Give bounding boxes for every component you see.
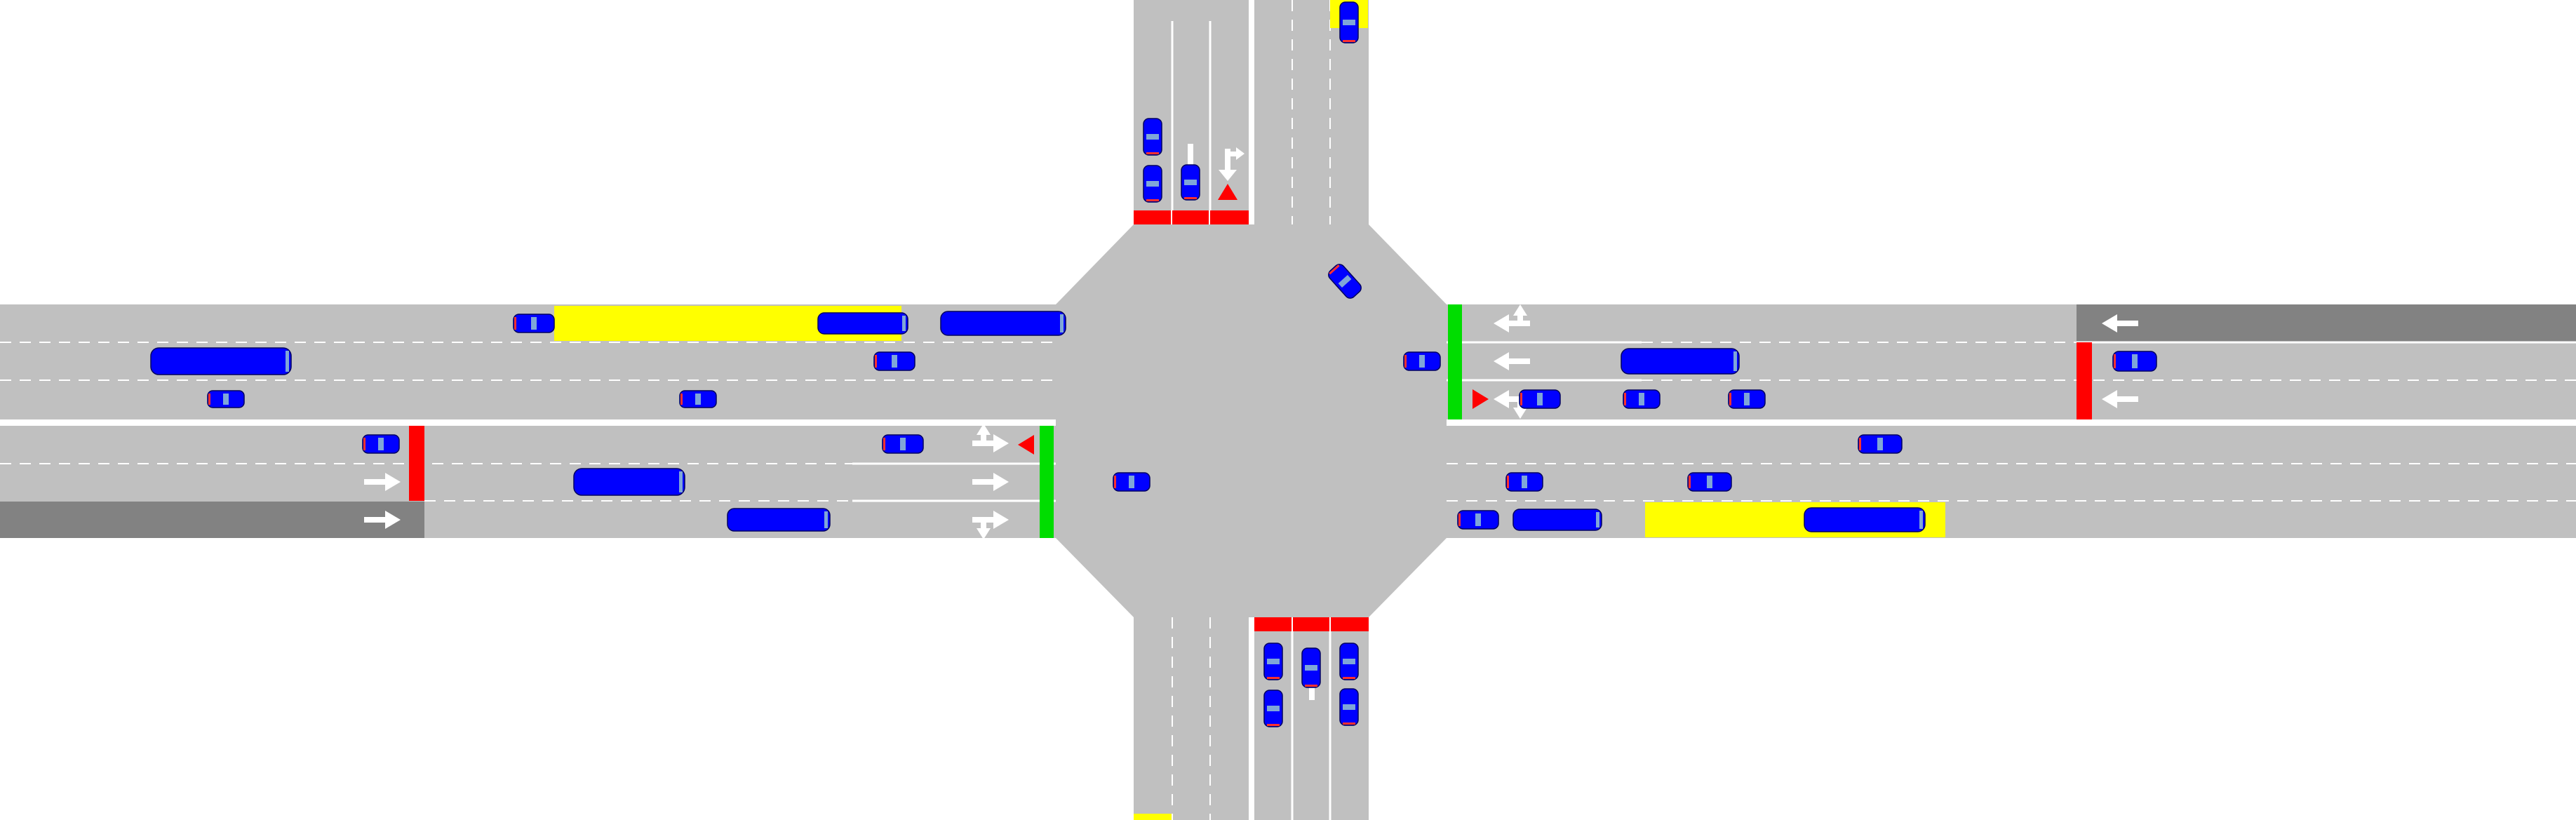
- car: [882, 434, 924, 454]
- car: [207, 390, 245, 408]
- bus: [727, 508, 831, 532]
- median-line: [0, 420, 1056, 425]
- car: [1505, 472, 1543, 492]
- east-road-slip-lane: [2077, 304, 2576, 342]
- car: [1687, 472, 1732, 492]
- bus: [150, 347, 292, 375]
- car: [679, 390, 717, 408]
- car: [1339, 643, 1359, 680]
- car: [513, 314, 555, 333]
- car: [1339, 1, 1359, 43]
- car: [873, 351, 915, 371]
- highlight-zone: [1134, 814, 1172, 820]
- car: [1339, 688, 1359, 726]
- car: [1143, 165, 1162, 203]
- car: [1519, 389, 1561, 409]
- bus: [1621, 348, 1740, 375]
- car: [1623, 389, 1661, 409]
- bus: [940, 311, 1066, 336]
- east-road-outbound: [1447, 426, 2576, 538]
- signal-west-upstream: [409, 426, 424, 501]
- signal-south-approach: [1254, 617, 1369, 631]
- car: [1263, 690, 1283, 727]
- car: [1858, 434, 1903, 454]
- arrow-straight-right-turn-down-icon: [1219, 147, 1245, 181]
- arrow-straight-down-icon: [1188, 144, 1193, 165]
- median-line: [1447, 420, 2576, 425]
- south-road-outbound: [1134, 617, 1249, 820]
- median-line: [1249, 0, 1254, 224]
- arrow-straight-left-turn-icon: [1494, 304, 1530, 332]
- signal-north-approach: [1134, 210, 1249, 224]
- car: [362, 434, 400, 454]
- bus: [1512, 509, 1602, 531]
- car: [1143, 118, 1162, 156]
- arrow-straight-left-turn-icon: [972, 424, 1009, 452]
- arrow-straight-right-turn-icon: [972, 511, 1009, 539]
- yield-triangle-icon: [1218, 184, 1237, 200]
- signal-east-upstream: [2077, 342, 2092, 419]
- west-road-slip-lane: [0, 502, 424, 538]
- car: [2112, 351, 2157, 372]
- yield-triangle-icon: [1018, 435, 1034, 455]
- car: [1263, 643, 1283, 680]
- car: [1728, 389, 1766, 409]
- signal-east-approach: [1448, 304, 1462, 419]
- car: [1301, 647, 1321, 688]
- yield-triangle-icon: [1473, 389, 1489, 409]
- bus: [1804, 507, 1926, 532]
- signals: [409, 210, 2092, 631]
- median-line: [1249, 617, 1254, 820]
- arrow-straight-up-icon: [1309, 679, 1315, 700]
- bus: [573, 468, 685, 496]
- junction-box: [1056, 224, 1447, 617]
- car: [1113, 472, 1151, 492]
- car: [1457, 510, 1499, 530]
- car: [1403, 351, 1441, 371]
- vehicles: [150, 1, 2157, 727]
- car: [1181, 164, 1200, 201]
- signal-west-approach: [1040, 426, 1054, 538]
- bus: [817, 312, 908, 335]
- car: [1328, 264, 1362, 299]
- yield-markers: [1018, 184, 1489, 455]
